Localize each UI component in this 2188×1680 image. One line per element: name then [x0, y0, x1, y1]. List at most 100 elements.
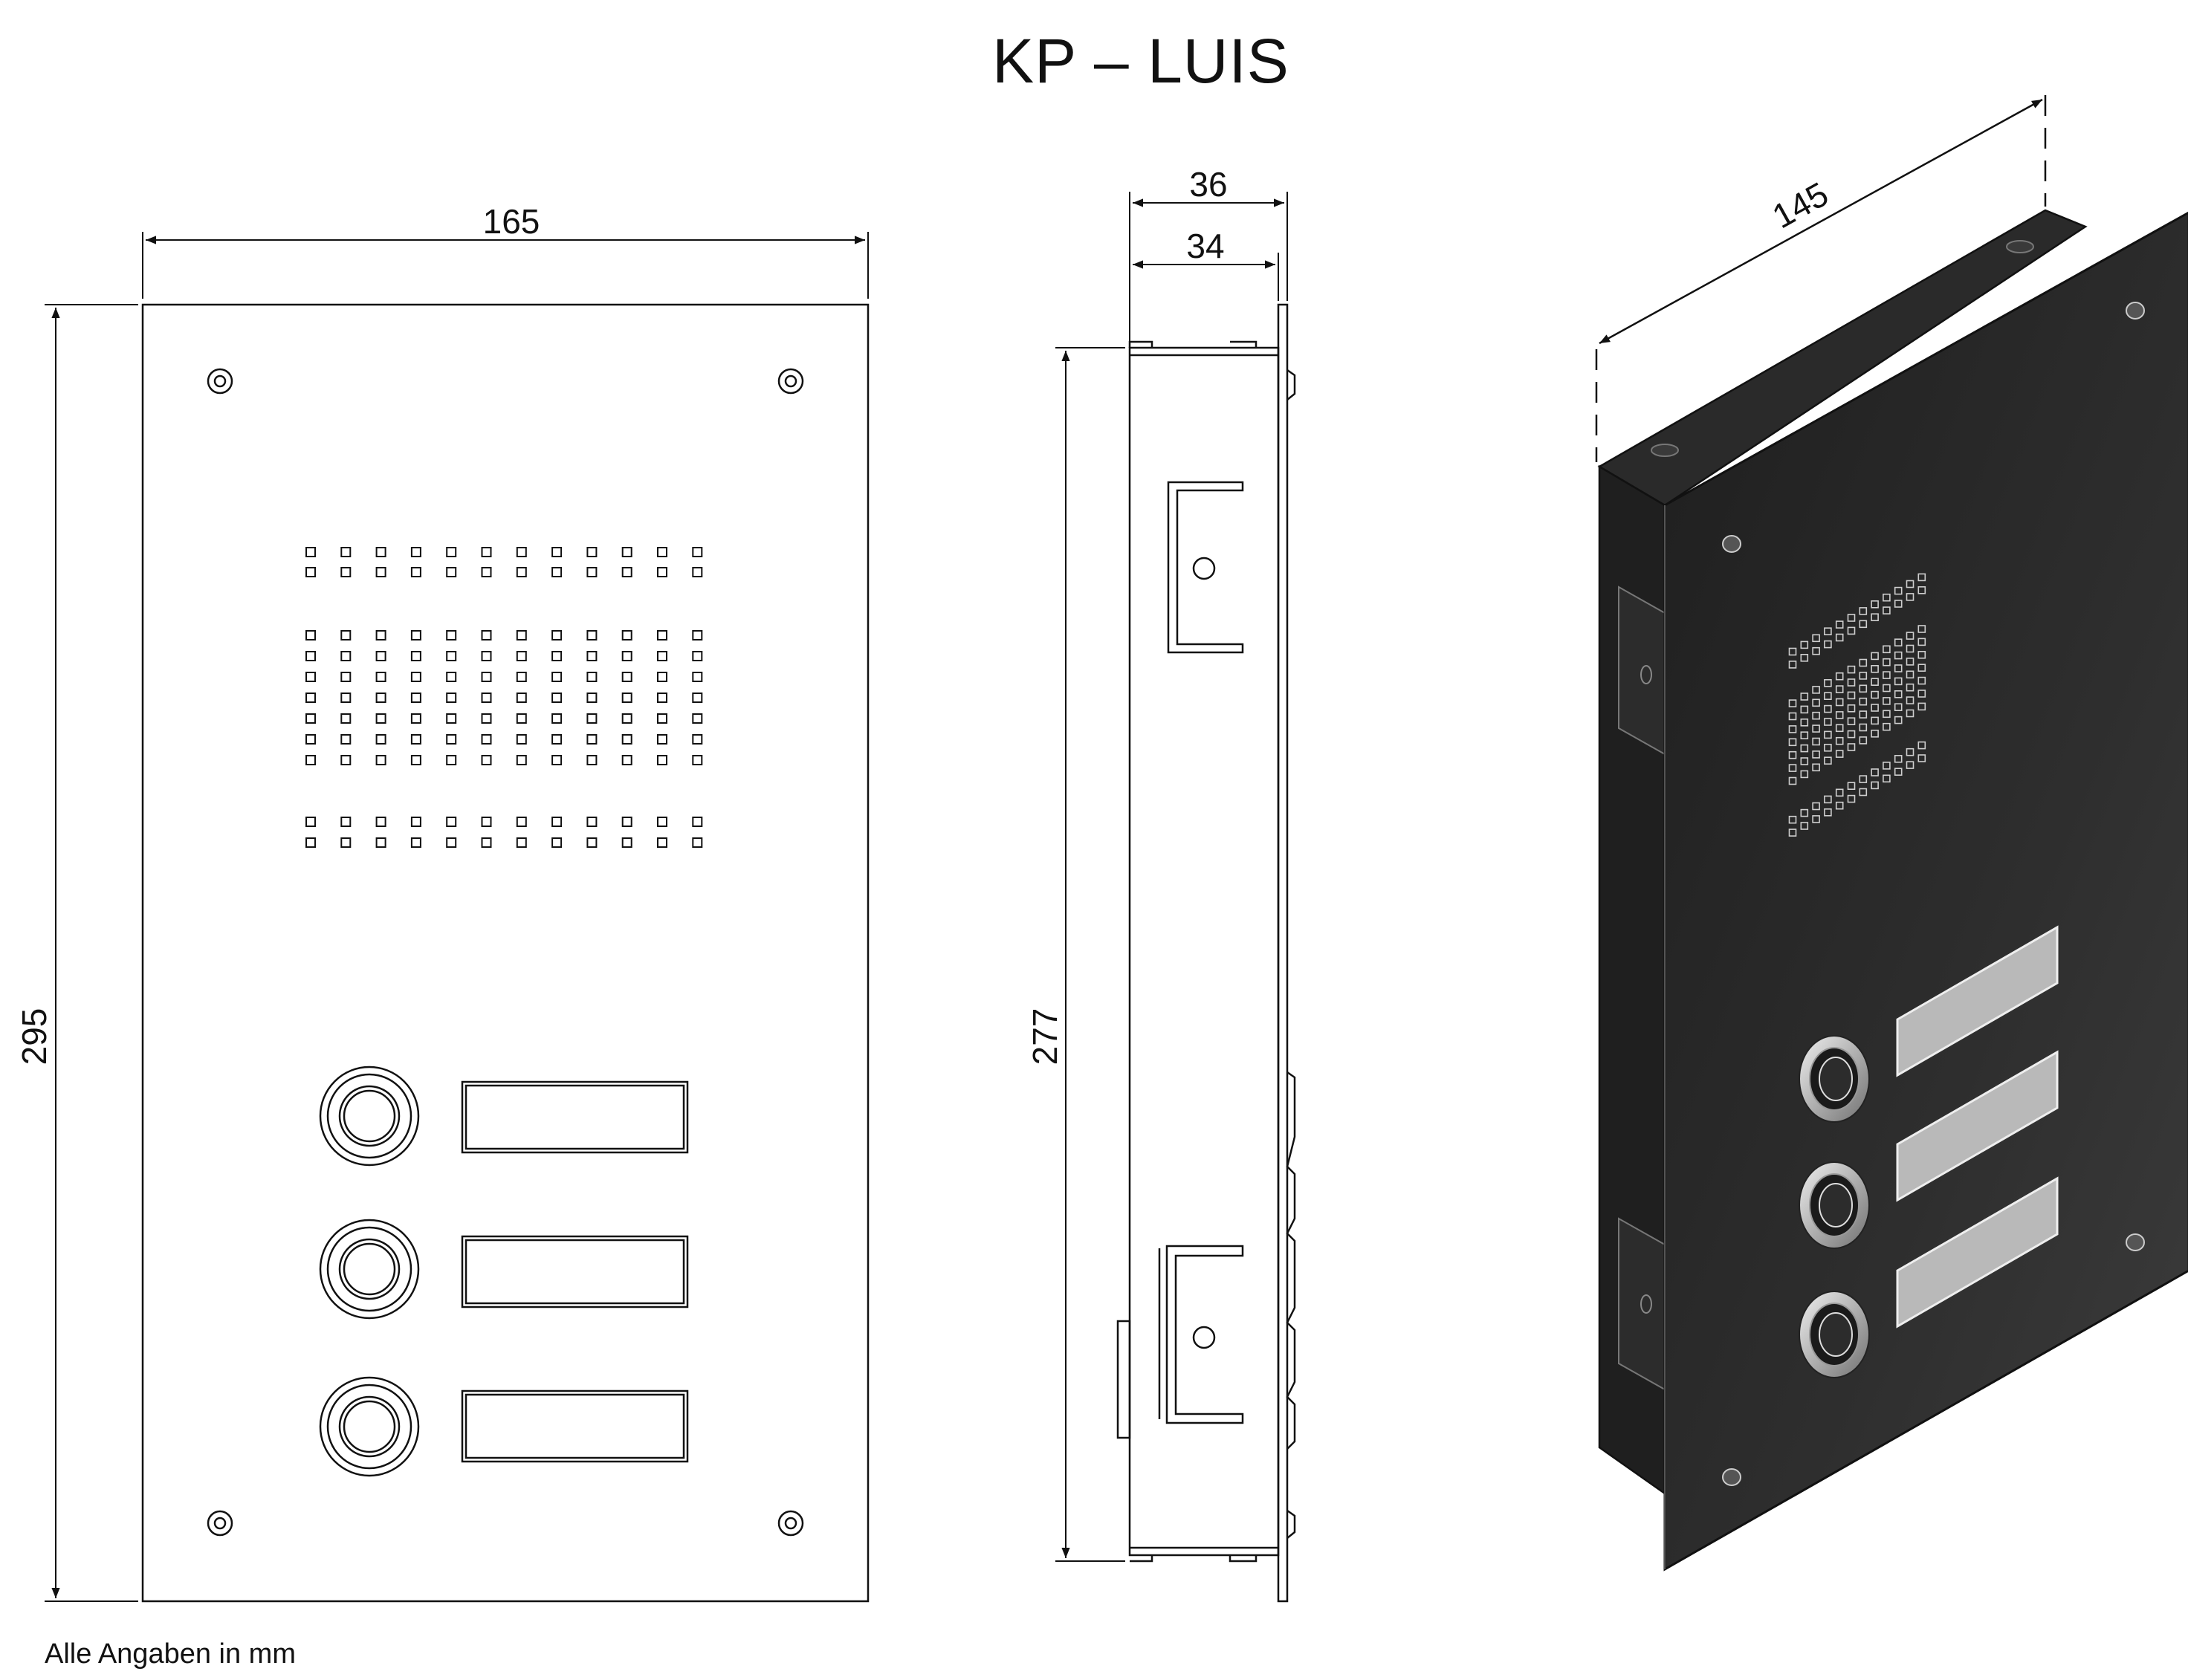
screw-hole [207, 1510, 233, 1537]
grille-hole [586, 734, 598, 745]
grille-hole [375, 817, 386, 827]
grille-hole-3d [1812, 737, 1820, 746]
grille-hole [692, 672, 703, 682]
grille-hole [340, 547, 352, 557]
grille-hole [551, 734, 563, 745]
grille-hole [621, 755, 632, 765]
grille-hole [692, 755, 703, 765]
grille-hole-3d [1883, 658, 1891, 667]
grille-hole [305, 713, 316, 724]
grille-hole-3d [1847, 691, 1856, 700]
grille-hole [481, 837, 492, 848]
grille-hole-3d [1894, 754, 1903, 763]
speaker-grille-3d [1788, 573, 1926, 837]
grille-hole-3d [1917, 573, 1926, 582]
bracket-hole [1192, 1326, 1216, 1349]
grille-hole-3d [1800, 731, 1809, 740]
grille-hole [657, 693, 667, 703]
grille-hole-3d [1835, 620, 1844, 629]
grille-hole [446, 630, 457, 640]
grille-hole [375, 693, 386, 703]
iso-dimensions [1595, 95, 2047, 462]
grille-hole-3d [1906, 644, 1915, 653]
grille-hole [516, 837, 527, 848]
grille-hole [657, 734, 667, 745]
grille-hole-3d [1883, 710, 1891, 719]
grille-hole-3d [1917, 741, 1926, 750]
grille-hole [340, 567, 352, 577]
grille-hole-3d [1894, 664, 1903, 672]
grille-hole-3d [1835, 736, 1844, 745]
grille-hole [375, 547, 386, 557]
grille-hole [657, 630, 667, 640]
grille-hole [446, 651, 457, 661]
grille-hole [481, 630, 492, 640]
name-slot-3d [1896, 1050, 2059, 1202]
grille-hole-3d [1812, 815, 1820, 823]
grille-hole-3d [1788, 647, 1797, 656]
grille-hole-3d [1894, 690, 1903, 698]
grille-hole-3d [1894, 600, 1903, 608]
grille-hole [410, 713, 421, 724]
bell-button [319, 1219, 420, 1320]
grille-hole-3d [1788, 725, 1797, 733]
grille-hole [621, 547, 632, 557]
grille-hole-3d [1812, 724, 1820, 733]
grille-hole [551, 713, 563, 724]
grille-hole [516, 734, 527, 745]
grille-hole [516, 693, 527, 703]
grille-hole-3d [1906, 580, 1915, 588]
grille-hole-3d [1824, 808, 1832, 817]
grille-hole-3d [1835, 788, 1844, 797]
grille-hole [446, 817, 457, 827]
grille-hole [375, 837, 386, 848]
grille-hole-3d [1883, 722, 1891, 731]
grille-hole-3d [1847, 614, 1856, 622]
grille-hole [621, 672, 632, 682]
grille-hole [586, 630, 598, 640]
grille-hole [692, 713, 703, 724]
grille-hole [446, 693, 457, 703]
bell-button-3d [1799, 1035, 1870, 1123]
grille-hole-3d [1824, 704, 1832, 713]
grille-hole [375, 713, 386, 724]
grille-hole [586, 755, 598, 765]
grille-hole [692, 693, 703, 703]
grille-hole-3d [1906, 632, 1915, 640]
grille-hole [516, 755, 527, 765]
grille-hole [375, 755, 386, 765]
grille-hole [621, 567, 632, 577]
isometric-view [1597, 209, 2188, 1572]
grille-hole-3d [1800, 693, 1809, 701]
grille-hole-3d [1871, 781, 1879, 790]
iso-depth-dimension-line [1599, 98, 2043, 345]
grille-hole-3d [1859, 723, 1868, 732]
grille-hole-3d [1800, 744, 1809, 753]
grille-hole [586, 547, 598, 557]
grille-hole [692, 567, 703, 577]
grille-hole-3d [1847, 678, 1856, 687]
grille-hole [621, 651, 632, 661]
grille-hole-3d [1859, 684, 1868, 693]
grille-hole [692, 837, 703, 848]
grille-hole-3d [1871, 690, 1879, 699]
speaker-grille [305, 547, 703, 848]
grille-hole-3d [1847, 665, 1856, 674]
grille-hole [621, 713, 632, 724]
grille-hole [481, 651, 492, 661]
grille-hole-3d [1859, 788, 1868, 797]
grille-hole [551, 837, 563, 848]
side-view [1116, 303, 1296, 1603]
grille-hole [375, 630, 386, 640]
grille-hole-3d [1788, 828, 1797, 837]
side-dimensions [1055, 192, 1288, 1562]
grille-hole-3d [1859, 620, 1868, 629]
grille-hole [551, 672, 563, 682]
grille-hole [410, 817, 421, 827]
grille-hole-3d [1812, 646, 1820, 655]
grille-hole-3d [1917, 754, 1926, 762]
grille-hole-3d [1859, 672, 1868, 680]
grille-hole-3d [1835, 698, 1844, 707]
housing-body [1128, 346, 1280, 1557]
